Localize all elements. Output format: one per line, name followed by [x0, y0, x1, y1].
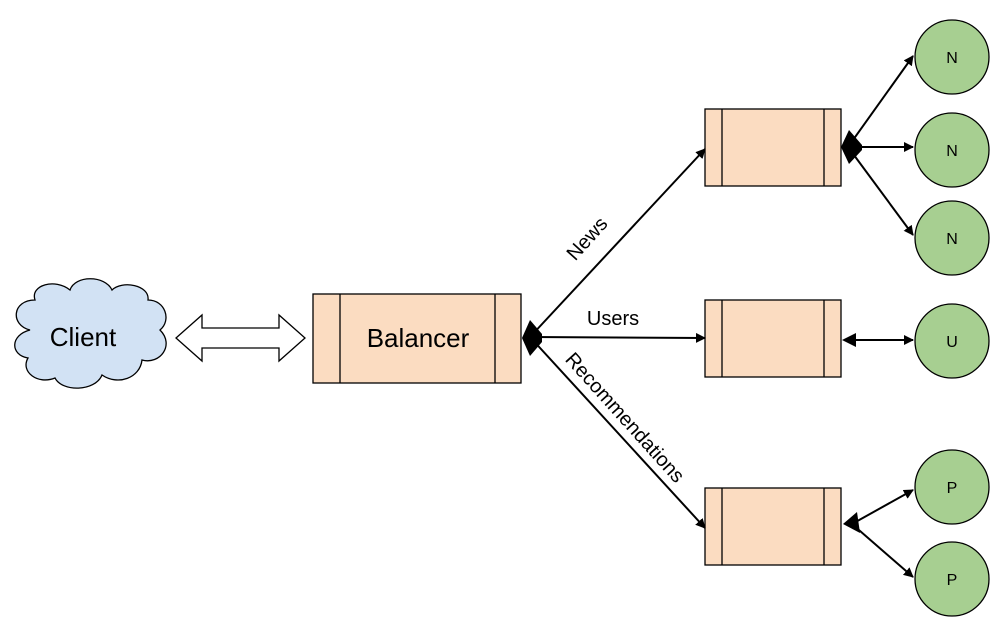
news-node-3: N	[914, 200, 990, 276]
news-node-1-label: N	[946, 50, 958, 67]
news-connector	[529, 148, 706, 338]
client-label: Client	[50, 322, 117, 352]
recommendations-queue-box	[704, 487, 842, 566]
recommendations-node-2: P	[914, 541, 990, 617]
news-node-1: N	[914, 19, 990, 95]
news-node-3-label: N	[946, 231, 958, 248]
edge-label-recommendations: Recommendations	[560, 349, 688, 488]
recommendations-node-2-label: P	[947, 572, 958, 589]
recommendations-arrow-start	[843, 512, 860, 533]
news-node-2-label: N	[946, 143, 958, 160]
news-node-2: N	[914, 112, 990, 188]
client-cloud: Client	[14, 278, 167, 389]
users-node-1: U	[914, 303, 990, 379]
users-connector	[529, 332, 706, 343]
cloud-shape	[14, 278, 167, 389]
balancer-junction-marker	[522, 320, 542, 356]
balancer-connectors	[529, 148, 706, 529]
news-queue-box	[704, 108, 842, 187]
balancer-label: Balancer	[367, 323, 470, 353]
users-queue-box	[704, 299, 842, 378]
edge-label-users: Users	[587, 308, 639, 330]
users-node-1-label: U	[946, 334, 958, 351]
users-arrow-start	[842, 333, 856, 347]
balancer-box: Balancer	[312, 293, 522, 384]
recommendations-node-1: P	[914, 449, 990, 525]
recommendations-node-1-label: P	[947, 480, 958, 497]
recommendations-connector	[529, 336, 706, 529]
news-junction-marker	[841, 130, 862, 164]
balancer-rect	[312, 293, 522, 384]
recommendations-node-connectors	[851, 489, 914, 578]
client-balancer-double-arrow	[175, 313, 306, 363]
